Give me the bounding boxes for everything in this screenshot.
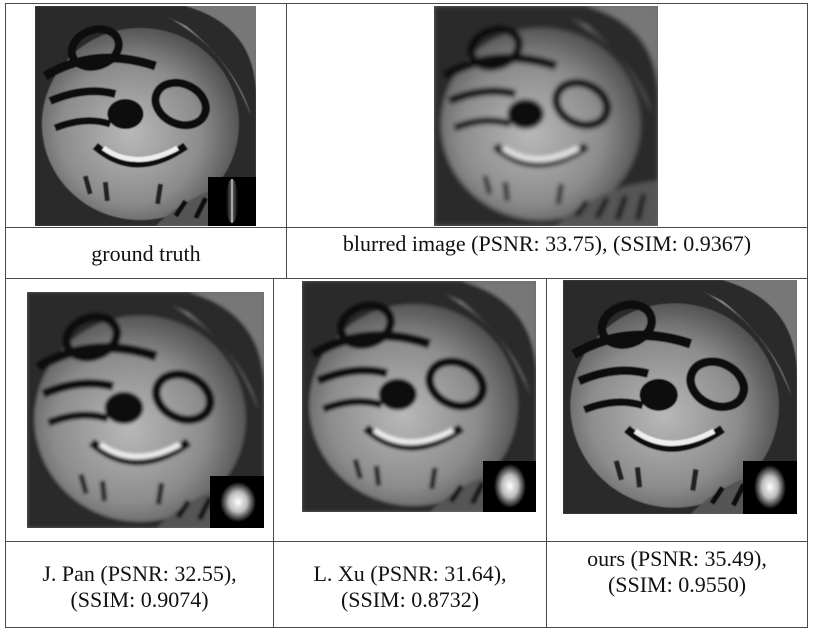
lxu-kernel-icon: [483, 461, 536, 512]
table-divider-row1: [286, 3, 287, 279]
table-border-left: [5, 3, 6, 628]
table-border-right: [807, 3, 808, 628]
table-border-bottom: [5, 627, 808, 628]
caption-jpan-line1: J. Pan (PSNR: 32.55),: [42, 561, 237, 586]
caption-lxu-line2: (SSIM: 0.8732): [340, 587, 480, 612]
caption-lxu-line1: L. Xu (PSNR: 31.64),: [313, 561, 507, 586]
ours-kernel-icon: [743, 461, 797, 514]
table-border-row2-mid: [5, 541, 808, 542]
table-border-row1-bottom: [5, 278, 808, 279]
blurred-image: [434, 6, 658, 226]
ground-truth-kernel-icon: [208, 177, 256, 226]
caption-ground-truth: ground truth: [91, 241, 201, 266]
caption-ours-line1: ours (PSNR: 35.49),: [587, 546, 767, 571]
caption-ours-line2: (SSIM: 0.9550): [607, 572, 747, 597]
table-divider-row2-a: [273, 278, 274, 628]
table-border-top: [5, 3, 808, 4]
jpan-kernel-icon: [210, 476, 264, 528]
table-divider-row2-b: [546, 278, 547, 628]
caption-blurred-image: blurred image (PSNR: 33.75), (SSIM: 0.93…: [342, 231, 752, 256]
table-border-row1-mid: [5, 227, 808, 228]
caption-jpan-line2: (SSIM: 0.9074): [70, 587, 209, 612]
